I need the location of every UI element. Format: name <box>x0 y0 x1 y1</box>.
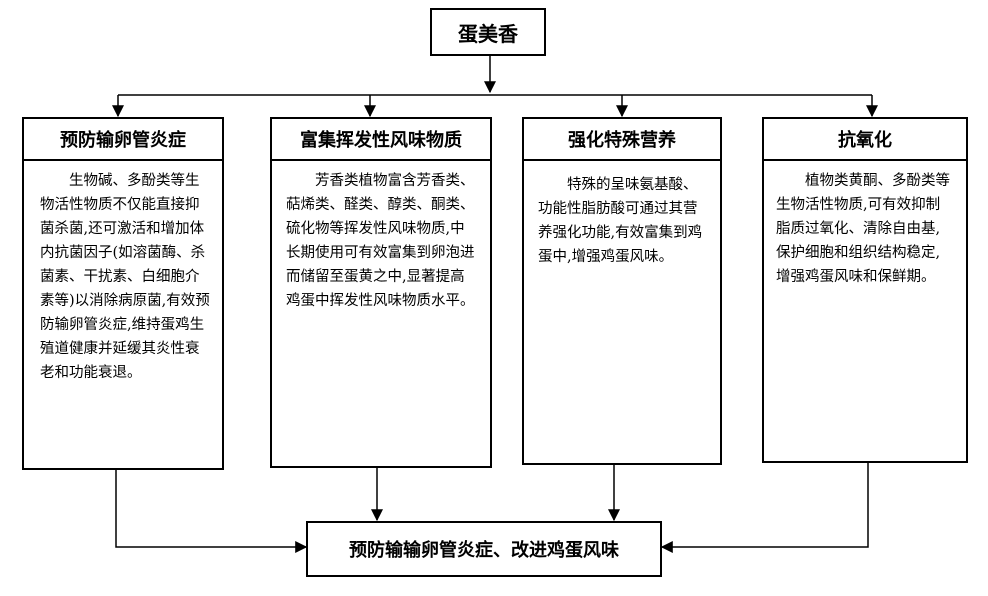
outcome-arrow-left <box>115 470 308 553</box>
outcome-node: 预防输输卵管炎症、改进鸡蛋风味 <box>306 521 662 577</box>
branch-node-1: 预防输卵管炎症 生物碱、多酚类等生物活性物质不仅能直接抑菌杀菌,还可激活和增加体… <box>22 117 224 470</box>
branch-node-3: 强化特殊营养 特殊的呈味氨基酸、功能性脂肪酸可通过其营养强化功能,有效富集到鸡蛋… <box>522 117 722 465</box>
branch-node-4: 抗氧化 植物类黄酮、多酚类等生物活性物质,可有效抑制脂质过氧化、清除自由基,保护… <box>762 117 968 463</box>
branch-4-title: 抗氧化 <box>764 119 966 161</box>
branch-4-text: 植物类黄酮、多酚类等生物活性物质,可有效抑制脂质过氧化、清除自由基,保护细胞和组… <box>776 173 950 285</box>
outcome-arrow-right <box>660 462 869 553</box>
branch-node-2: 富集挥发性风味物质 芳香类植物富含芳香类、萜烯类、醛类、醇类、酮类、硫化物等挥发… <box>270 117 492 468</box>
branch-1-text: 生物碱、多酚类等生物活性物质不仅能直接抑菌杀菌,还可激活和增加体内抗菌因子(如溶… <box>40 173 210 381</box>
branch-3-text: 特殊的呈味氨基酸、功能性脂肪酸可通过其营养强化功能,有效富集到鸡蛋中,增强鸡蛋风… <box>538 177 703 265</box>
branch-2-title: 富集挥发性风味物质 <box>272 119 490 161</box>
branch-2-text: 芳香类植物富含芳香类、萜烯类、醛类、醇类、酮类、硫化物等挥发性风味物质,中长期使… <box>286 173 475 309</box>
root-title: 蛋美香 <box>458 21 518 46</box>
branch-3-title: 强化特殊营养 <box>524 119 720 161</box>
outcome-title: 预防输输卵管炎症、改进鸡蛋风味 <box>349 540 619 561</box>
root-node: 蛋美香 <box>430 8 546 56</box>
branch-1-title: 预防输卵管炎症 <box>24 119 222 161</box>
